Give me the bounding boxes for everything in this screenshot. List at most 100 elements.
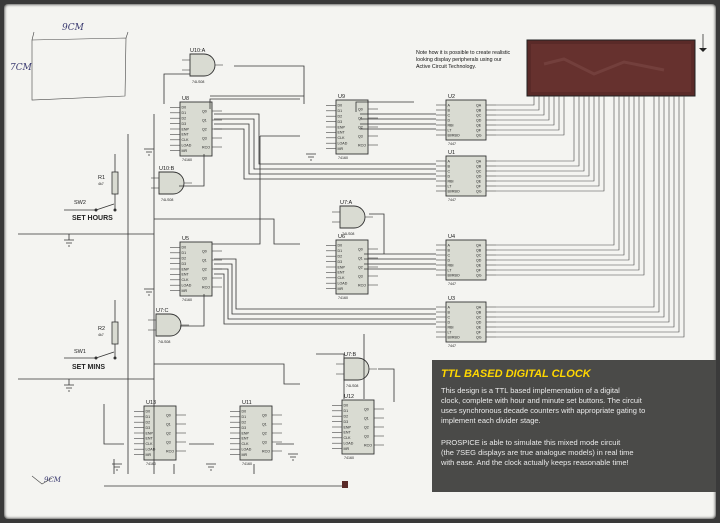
decoder-u3-ref: U3 — [448, 296, 455, 302]
counter-u13-pin-d3: D3 — [146, 426, 151, 430]
decoder-u4-pin-qb: QB — [476, 248, 482, 252]
set-hours-switch: R1 4k7 SW2 SET HOURS — [64, 154, 119, 222]
counter-u12-pin-enp: ENP — [344, 425, 352, 429]
counter-u9-pin-enp: ENP — [338, 125, 346, 129]
counter-u13-pin-enp: ENP — [146, 431, 154, 435]
gate-u10b-part: 74LS08 — [161, 198, 173, 202]
clock-source: 9CM — [31, 475, 348, 488]
counter-u6-pin-d3: D3 — [338, 260, 343, 264]
decoder-u4-pin-bi-rbo: BI/RBO — [448, 273, 460, 277]
counter-u11-pin-clk: CLK — [242, 442, 250, 446]
counter-u11-pin-d3: D3 — [242, 426, 247, 430]
decoder-u1-pin-a: A — [448, 159, 451, 163]
handwritten-dimension-box: 9CM 7CM — [10, 23, 129, 101]
decoder-u1-pin-qc: QC — [476, 169, 482, 173]
counter-u5-pin-d0: D0 — [182, 246, 187, 250]
counter-u5-pin-mr: MR — [182, 289, 188, 293]
decoder-u3-pin-qg: QG — [476, 335, 482, 339]
counter-u9-pin-ent: ENT — [338, 131, 346, 135]
counter-u11-pin-d0: D0 — [242, 410, 247, 414]
decoder-u4-pin-rbi: RBI — [448, 263, 454, 267]
counter-u8-pin-d0: D0 — [182, 106, 187, 110]
counter-u13-pin-mr: MR — [146, 453, 152, 457]
decoder-u3-pin-qc: QC — [476, 315, 482, 319]
decoder-u3-pin-bi-rbo: BI/RBO — [448, 335, 460, 339]
counter-u12-pin-q1: Q1 — [364, 416, 369, 420]
dimension-side-label: 7CM — [10, 63, 33, 73]
panel-p1-line-2: clock, complete with hour and minute set… — [441, 396, 643, 405]
decoder-u2-pin-lt: LT — [448, 128, 453, 132]
decoder-u4-pin-qe: QE — [476, 263, 482, 267]
decoder-u1-pin-lt: LT — [448, 184, 453, 188]
decoder-u4-part: 7447 — [448, 282, 456, 286]
bus-wire — [496, 96, 590, 177]
bus-wire — [496, 96, 595, 182]
panel-p2-line-2: (the 7SEG displays are true analogue mod… — [441, 448, 634, 457]
schematic-sheet: 9CM 7CM Note how it is possible to creat… — [4, 4, 716, 519]
set-hours-label: SET HOURS — [72, 215, 113, 222]
seven-segment-display — [526, 34, 707, 97]
counter-u8: U874160D0D1D2D3ENPENTCLKLOADMRQ0Q1Q2Q3RC… — [170, 96, 222, 162]
decoder-u1-pin-bi-rbo: BI/RBO — [448, 189, 460, 193]
decoder-u4-pin-a: A — [448, 243, 451, 247]
counter-u13-part: 74160 — [146, 462, 156, 466]
decoder-u2-pin-qd: QD — [476, 118, 482, 122]
bus-wire — [496, 96, 680, 333]
counter-u11: U1174160D0D1D2D3ENPENTCLKLOADMRQ0Q1Q2Q3R… — [230, 400, 282, 466]
display-note: Note how it is possible to create realis… — [416, 50, 511, 70]
counter-u8-part: 74160 — [182, 158, 192, 162]
decoder-u2-pin-d: D — [448, 118, 451, 122]
counter-u13-pin-load: LOAD — [146, 448, 156, 452]
decoder-u1-ref: U1 — [448, 150, 455, 156]
bus-wire — [496, 96, 535, 106]
decoder-u4-pin-d: D — [448, 258, 451, 262]
sw2-ref: SW2 — [74, 200, 86, 206]
ground-symbols — [64, 148, 316, 471]
counter-u6-pin-d0: D0 — [338, 244, 343, 248]
decoder-u3-pin-lt: LT — [448, 330, 453, 334]
set-mins-label: SET MINS — [72, 364, 105, 371]
gate-u7c-part: 74LS08 — [158, 340, 170, 344]
counter-u13-pin-rco: RCO — [166, 449, 174, 453]
counter-u9-pin-d2: D2 — [338, 115, 343, 119]
gate-u7a-ref: U7:A — [340, 200, 353, 206]
bus-wire — [496, 96, 630, 261]
counter-u5-pin-d3: D3 — [182, 262, 187, 266]
counter-u11-pin-d1: D1 — [242, 415, 247, 419]
bus-wire — [496, 96, 675, 328]
decoder-u2-pin-rbi: RBI — [448, 123, 454, 127]
counter-u6-part: 74160 — [338, 296, 348, 300]
decoder-u3-pin-d: D — [448, 320, 451, 324]
decoder-u2-ref: U2 — [448, 94, 455, 100]
counter-u8-pin-q2: Q2 — [202, 127, 207, 131]
counter-u8-pin-q1: Q1 — [202, 118, 207, 122]
counter-u11-pin-load: LOAD — [242, 448, 252, 452]
display-bus-wires — [496, 96, 685, 338]
decoder-u3-pin-b: B — [448, 310, 451, 314]
counter-u9-pin-rco: RCO — [358, 143, 366, 147]
bus-wire — [496, 96, 565, 136]
panel-title: TTL BASED DIGITAL CLOCK — [441, 368, 592, 380]
gate-u7c-ref: U7:C — [156, 308, 169, 314]
counter-u9-pin-q3: Q3 — [358, 134, 363, 138]
bus-wire — [496, 96, 545, 116]
gate-u10a-part: 74LS08 — [192, 80, 204, 84]
counter-u9-pin-d0: D0 — [338, 104, 343, 108]
counter-u12: U1274160D0D1D2D3ENPENTCLKLOADMRQ0Q1Q2Q3R… — [332, 394, 384, 460]
decoder-u3-pin-qe: QE — [476, 325, 482, 329]
decoder-u1-pin-rbi: RBI — [448, 179, 454, 183]
counter-u13: U1374160D0D1D2D3ENPENTCLKLOADMRQ0Q1Q2Q3R… — [134, 400, 186, 466]
decoder-u4-pin-c: C — [448, 253, 451, 257]
counter-u12-pin-clk: CLK — [344, 436, 352, 440]
counter-u9-pin-d3: D3 — [338, 120, 343, 124]
bus-wire — [496, 96, 640, 271]
r2-value: 4k7 — [98, 333, 104, 337]
counter-u5-ref: U5 — [182, 236, 189, 242]
decoder-u1-part: 7447 — [448, 198, 456, 202]
decoder-u4-pin-qf: QF — [476, 268, 482, 272]
counter-u13-pin-q1: Q1 — [166, 422, 171, 426]
decoder-u1-pin-d: D — [448, 174, 451, 178]
